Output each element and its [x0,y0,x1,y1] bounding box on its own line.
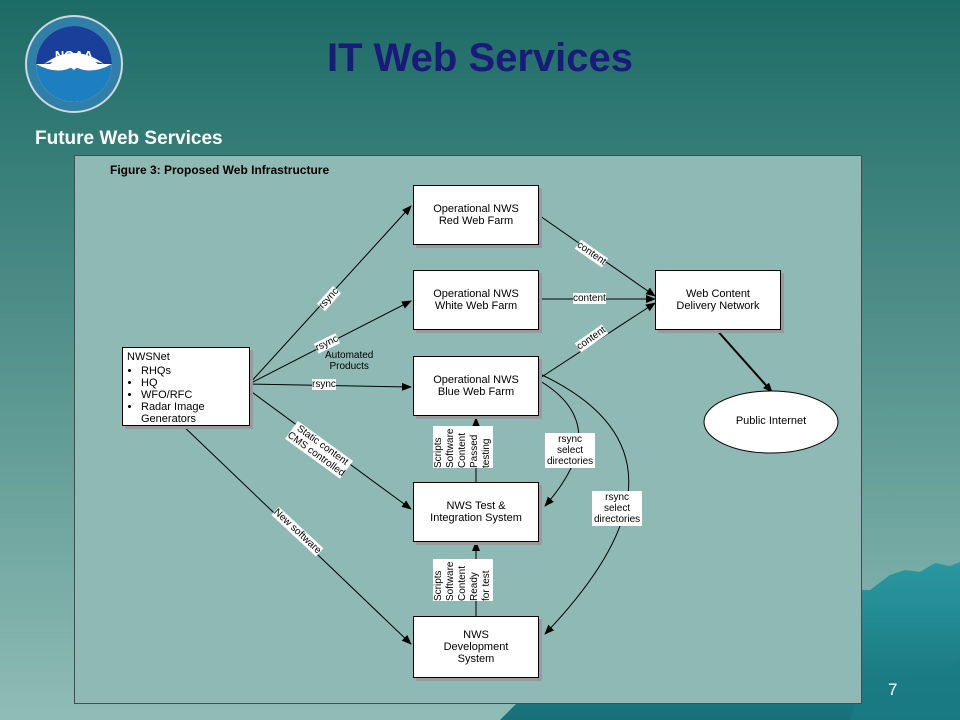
page-number: 7 [888,680,898,699]
content-label-white: content [573,293,606,304]
nwsnet-node: NWSNet RHQs HQ WFO/RFC Radar Image Gener… [122,347,250,426]
test-integration-node: NWS Test &Integration System [413,482,539,542]
nwsnet-item: RHQs [141,365,249,377]
arrow-blue-dev-rsync [539,373,630,635]
rsync-label-blue: rsync [312,379,336,390]
slide-title: IT Web Services [326,36,634,80]
nwsnet-list: RHQs HQ WFO/RFC Radar Image Generators [123,365,249,425]
nwsnet-item: WFO/RFC [141,389,249,401]
figure-panel: Figure 3: Proposed Web Infrastructure Op… [74,155,862,704]
svg-text:NOAA: NOAA [55,48,94,63]
noaa-logo: NOAA [25,15,123,113]
nwsnet-item: Radar Image Generators [141,401,249,425]
public-internet-label: Public Internet [735,415,807,427]
nwsnet-item: HQ [141,377,249,389]
slide-subtitle: Future Web Services [35,128,223,149]
figure-caption: Figure 3: Proposed Web Infrastructure [110,163,330,177]
public-internet-ellipse [703,390,839,454]
arrow-cdn-internet [714,327,773,393]
